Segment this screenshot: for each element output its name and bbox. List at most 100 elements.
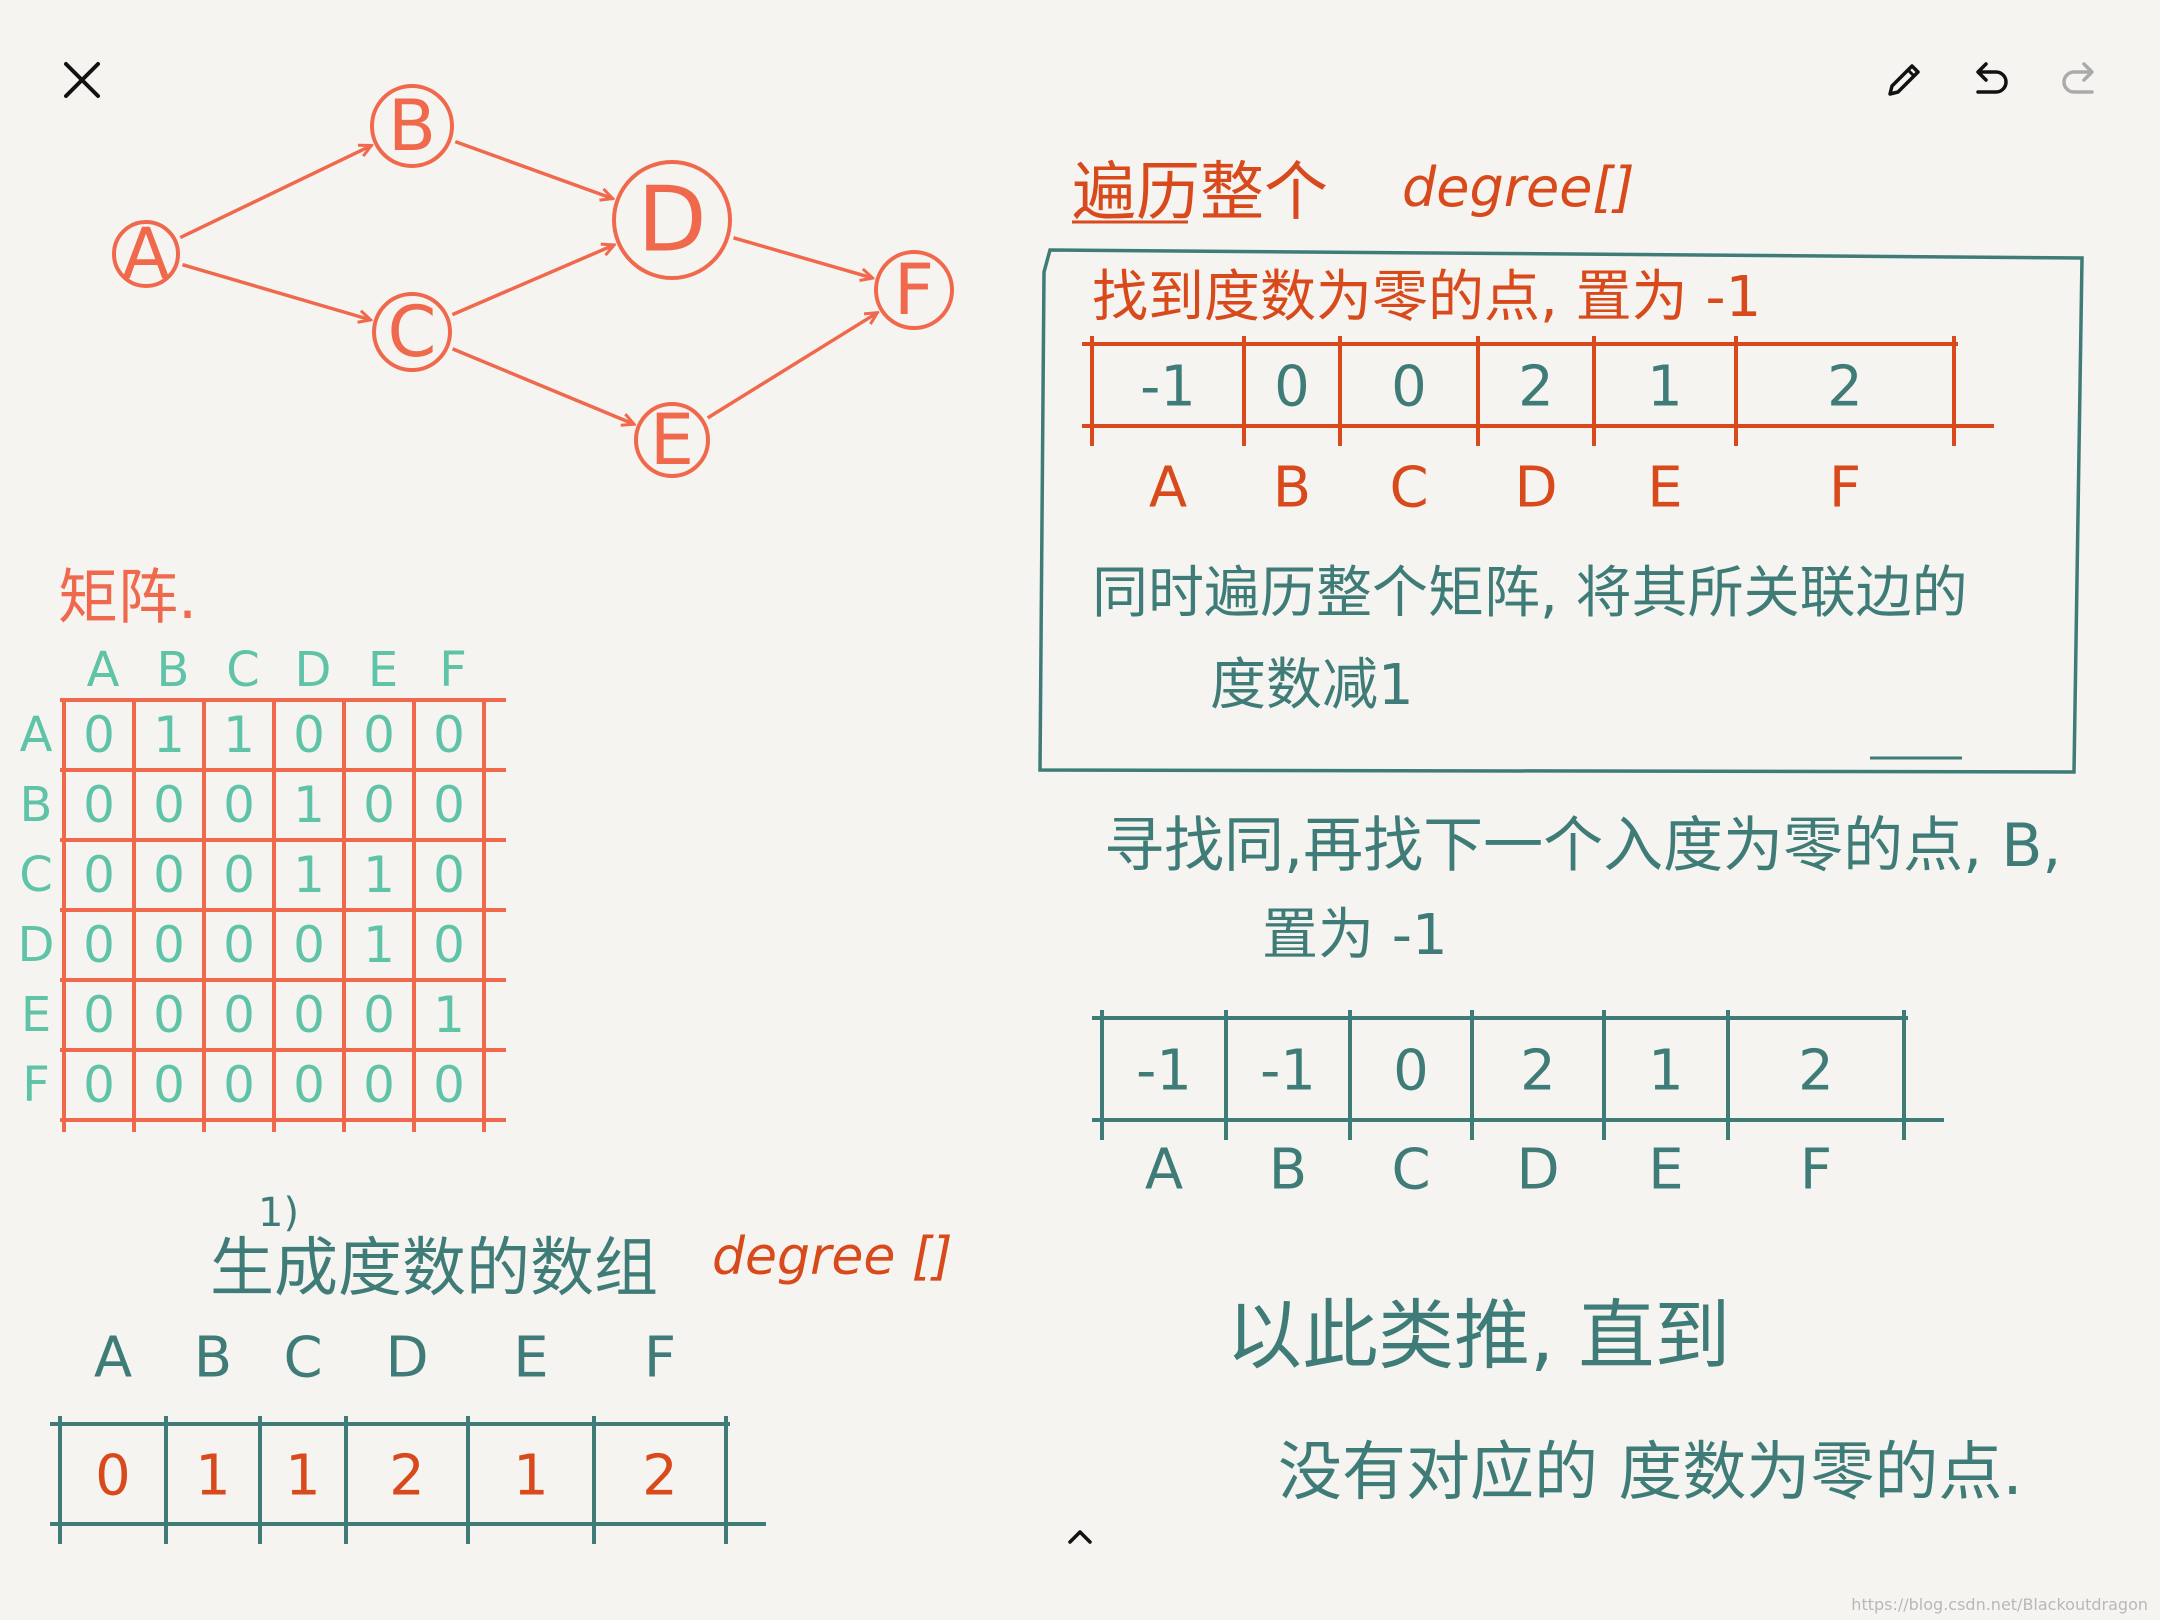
array-cell-value: -1 xyxy=(1260,1039,1316,1104)
matrix-cell: 0 xyxy=(83,916,115,974)
matrix-cell: 0 xyxy=(83,1056,115,1114)
array-cell-value: 2 xyxy=(1520,1039,1556,1104)
matrix-cell: 0 xyxy=(433,776,465,834)
watermark: https://blog.csdn.net/Blackoutdragon xyxy=(1851,1595,2148,1614)
matrix-cell: 0 xyxy=(223,916,255,974)
array-cell-value: 0 xyxy=(1391,355,1427,420)
array-cell-value: 2 xyxy=(1798,1039,1834,1104)
matrix-cell: 0 xyxy=(433,916,465,974)
edge-b-d xyxy=(454,139,612,199)
matrix-cell: 0 xyxy=(83,986,115,1044)
matrix-cell: 1 xyxy=(223,706,255,764)
pen-button[interactable] xyxy=(1876,52,1932,108)
array-cell-value: -1 xyxy=(1140,355,1196,420)
edge-c-d xyxy=(451,245,613,317)
undo-button[interactable] xyxy=(1962,52,2018,108)
array-cell-value: 1 xyxy=(195,1444,231,1509)
matrix-cell: 0 xyxy=(363,1056,395,1114)
array-label: B xyxy=(1269,1138,1307,1203)
array-cell-value: 2 xyxy=(1518,355,1554,420)
step2-line3: 度数减1 xyxy=(1210,653,1414,718)
graph-node-d: D xyxy=(612,160,732,280)
matrix-cell: 0 xyxy=(153,776,185,834)
array-label: D xyxy=(385,1326,428,1391)
matrix-cell: 0 xyxy=(293,986,325,1044)
matrix-cell: 0 xyxy=(223,846,255,904)
array-label: D xyxy=(1514,456,1557,521)
edge-a-c xyxy=(181,263,369,320)
edge-d-f xyxy=(732,236,871,278)
array-label: D xyxy=(1516,1138,1559,1203)
matrix-cell: 0 xyxy=(363,706,395,764)
matrix-col-header: D xyxy=(295,642,332,698)
matrix-row-header: E xyxy=(21,987,51,1043)
step1-marker: 1) xyxy=(258,1190,299,1236)
redo-icon xyxy=(2062,62,2094,94)
array-cell-value: 0 xyxy=(95,1444,131,1509)
matrix-row-header: D xyxy=(18,917,55,973)
matrix-row-header: B xyxy=(20,777,53,833)
step3-line1: 寻找同,再找下一个入度为零的点, B, xyxy=(1104,811,2061,881)
matrix-cell: 0 xyxy=(433,1056,465,1114)
matrix-row-header: A xyxy=(20,707,53,763)
matrix-cell: 0 xyxy=(363,986,395,1044)
matrix-row-header: C xyxy=(19,847,53,903)
array-label: F xyxy=(1829,456,1861,521)
array-label: E xyxy=(1647,456,1682,521)
array-cell-value: 0 xyxy=(1274,355,1310,420)
step2-line1: 找到度数为零的点, 置为 -1 xyxy=(1092,265,1761,330)
matrix-col-header: B xyxy=(157,642,190,698)
chevron-up-icon xyxy=(1068,1530,1092,1544)
matrix-col-header: A xyxy=(87,642,120,698)
array-label: B xyxy=(1273,456,1311,521)
edge-e-f xyxy=(706,313,877,420)
matrix-cell: 0 xyxy=(153,1056,185,1114)
matrix-cell: 0 xyxy=(223,1056,255,1114)
array-label: F xyxy=(644,1326,676,1391)
matrix-cell: 0 xyxy=(293,916,325,974)
svg-text:E: E xyxy=(650,399,694,481)
array-label: A xyxy=(1149,456,1187,521)
array-cell-value: 1 xyxy=(285,1444,321,1509)
step2-heading: 遍历整个 xyxy=(1072,156,1328,230)
pencil-icon xyxy=(1888,64,1920,96)
array-cell-value: -1 xyxy=(1136,1039,1192,1104)
svg-text:A: A xyxy=(122,213,170,295)
step1-heading: 生成度数的数组 xyxy=(210,1232,658,1306)
matrix-col-header: E xyxy=(368,642,398,698)
matrix-cell: 0 xyxy=(153,916,185,974)
expand-button[interactable] xyxy=(1052,1508,1108,1564)
graph-node-f: F xyxy=(874,249,954,331)
matrix-row-header: F xyxy=(22,1057,50,1113)
matrix-cell: 1 xyxy=(153,706,185,764)
array-cell-value: 1 xyxy=(513,1444,549,1509)
svg-text:F: F xyxy=(894,249,934,331)
matrix-cell: 0 xyxy=(83,706,115,764)
matrix-cell: 0 xyxy=(433,846,465,904)
undo-icon xyxy=(1976,62,2008,94)
array-label: B xyxy=(194,1326,232,1391)
redo-button[interactable] xyxy=(2052,52,2108,108)
graph-node-c: C xyxy=(372,291,452,373)
close-button[interactable] xyxy=(54,52,110,108)
array-label: A xyxy=(94,1326,132,1391)
edge-a-b xyxy=(179,146,370,240)
svg-text:C: C xyxy=(388,291,437,373)
svg-text:B: B xyxy=(388,85,436,167)
array-label: C xyxy=(283,1326,322,1391)
edge-c-e xyxy=(451,347,634,424)
matrix-cell: 0 xyxy=(433,706,465,764)
matrix-title: 矩阵. xyxy=(58,563,197,633)
array-cell-value: 1 xyxy=(1648,1039,1684,1104)
array-label: A xyxy=(1145,1138,1183,1203)
matrix-cell: 0 xyxy=(223,986,255,1044)
step3-line2: 置为 -1 xyxy=(1262,903,1448,968)
close-icon xyxy=(64,62,100,98)
array-label: C xyxy=(1391,1138,1430,1203)
matrix-cell: 0 xyxy=(153,986,185,1044)
array-cell-value: 0 xyxy=(1393,1039,1429,1104)
dag-graph: A B C D E F xyxy=(112,84,954,481)
